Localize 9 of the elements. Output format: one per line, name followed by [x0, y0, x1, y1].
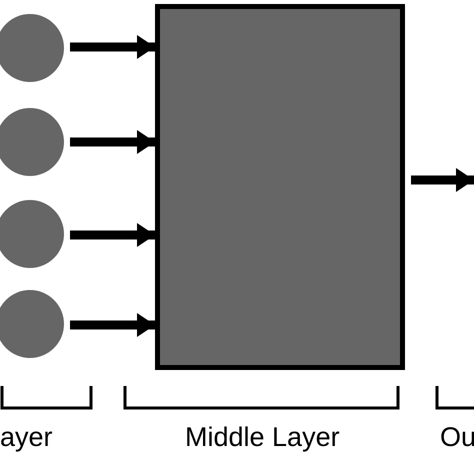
arrow — [70, 313, 155, 337]
arrow — [70, 223, 155, 247]
arrow — [70, 130, 155, 154]
arrow — [411, 168, 474, 192]
arrow — [70, 35, 155, 59]
layer-label: Middle Layer — [185, 424, 340, 451]
layer-label: ayer — [0, 424, 53, 451]
layer-box — [155, 4, 405, 370]
layer-label: Ou — [440, 424, 474, 451]
